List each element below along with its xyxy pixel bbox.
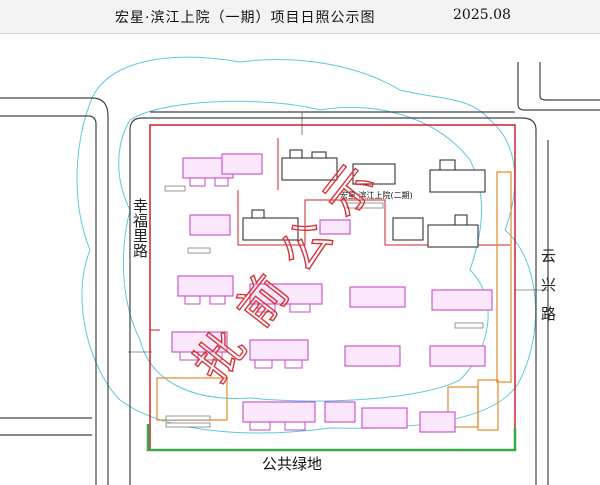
planned-buildings	[171, 153, 493, 433]
site-boundary-detail	[150, 138, 510, 331]
title-bar: 宏星·滨江上院（一期）项目日照公示图 2025.08	[0, 0, 600, 34]
sun-shadow-contour	[76, 56, 537, 434]
label-plates	[164, 185, 484, 428]
site-plan-drawing: 幸福里路 云兴路 宏星·滨江上院(二期) 公共绿地 批前公示	[0, 56, 600, 485]
west-road-name: 幸福里路	[131, 198, 149, 258]
page-title: 宏星·滨江上院（一期）项目日照公示图	[115, 10, 376, 26]
planned-building-notches	[179, 178, 311, 431]
east-road-name: 云兴路	[539, 248, 557, 335]
sun-shadow-contour-inner	[118, 100, 489, 402]
title-date: 2025.08	[453, 7, 511, 23]
green-line	[146, 424, 517, 452]
existing-buildings	[242, 149, 486, 248]
green-space-label: 公共绿地	[262, 455, 322, 473]
phase-two-label: 宏星·滨江上院(二期)	[340, 190, 413, 200]
dimension-marks	[128, 112, 548, 353]
road-network	[0, 62, 600, 485]
